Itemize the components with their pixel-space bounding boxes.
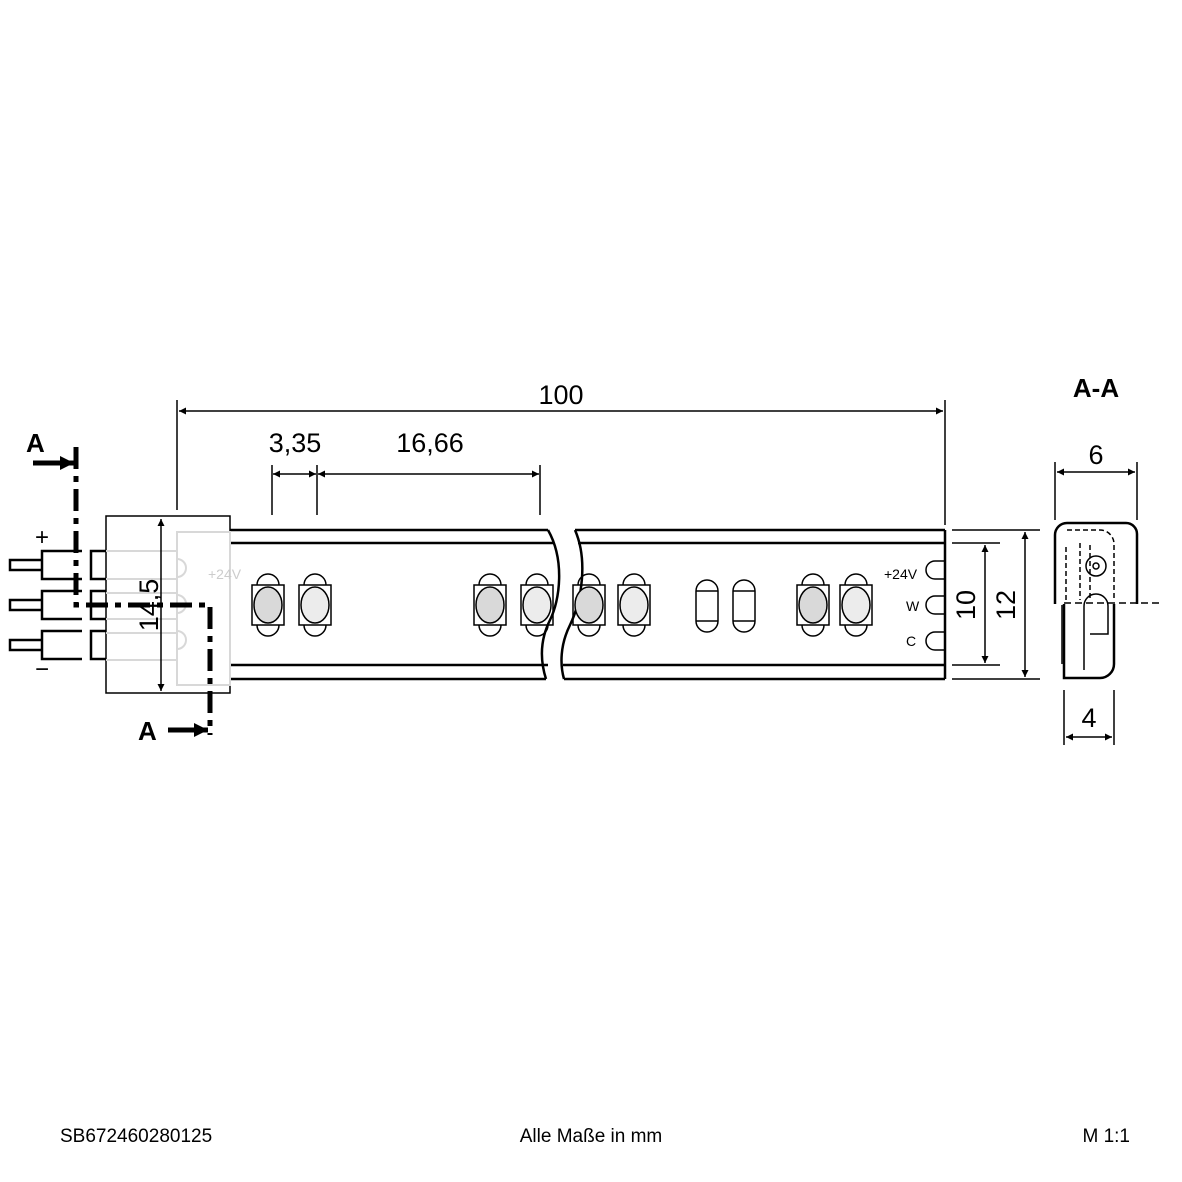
led <box>839 573 873 637</box>
minus-terminal-label: − <box>35 656 49 683</box>
article-number: SB672460280125 <box>60 1126 212 1147</box>
resistor <box>732 579 756 633</box>
led <box>572 573 606 637</box>
led <box>796 573 830 637</box>
led <box>617 573 651 637</box>
led <box>298 573 332 637</box>
section-view: A-A 6 4 <box>1053 373 1160 745</box>
connector: +24V + − <box>8 515 242 694</box>
dim-3-35: 3,35 <box>269 428 322 458</box>
dimension-led-gap: 3,35 16,66 <box>269 428 541 515</box>
led <box>520 573 554 637</box>
dim-12: 12 <box>991 590 1021 620</box>
resistor <box>695 579 719 633</box>
units-note: Alle Maße in mm <box>520 1126 663 1147</box>
scale-label: M 1:1 <box>1082 1126 1130 1147</box>
dimension-length: 100 <box>176 380 946 525</box>
dim-4: 4 <box>1081 703 1096 733</box>
section-title: A-A <box>1073 373 1119 403</box>
led-strip <box>230 528 947 681</box>
pad-label-c: C <box>906 633 916 649</box>
section-line: A A <box>26 428 213 746</box>
connector-label-24v: +24V <box>208 566 242 582</box>
dim-14-5: 14,5 <box>134 579 164 632</box>
pad-label-24v: +24V <box>884 566 918 582</box>
solder-pads: +24V W C <box>884 560 945 651</box>
led <box>473 573 507 637</box>
dimension-connector: 14,5 <box>134 519 165 691</box>
led <box>251 573 285 637</box>
leds <box>251 573 873 637</box>
section-marker-bottom: A <box>138 716 157 746</box>
dim-10: 10 <box>951 590 981 620</box>
dimension-widths: 10 12 <box>951 529 1040 680</box>
dim-100: 100 <box>538 380 583 410</box>
pad-label-w: W <box>906 598 920 614</box>
dim-6: 6 <box>1088 440 1103 470</box>
section-marker-top: A <box>26 428 45 458</box>
dim-16-66: 16,66 <box>396 428 464 458</box>
plus-terminal-label: + <box>35 524 49 551</box>
